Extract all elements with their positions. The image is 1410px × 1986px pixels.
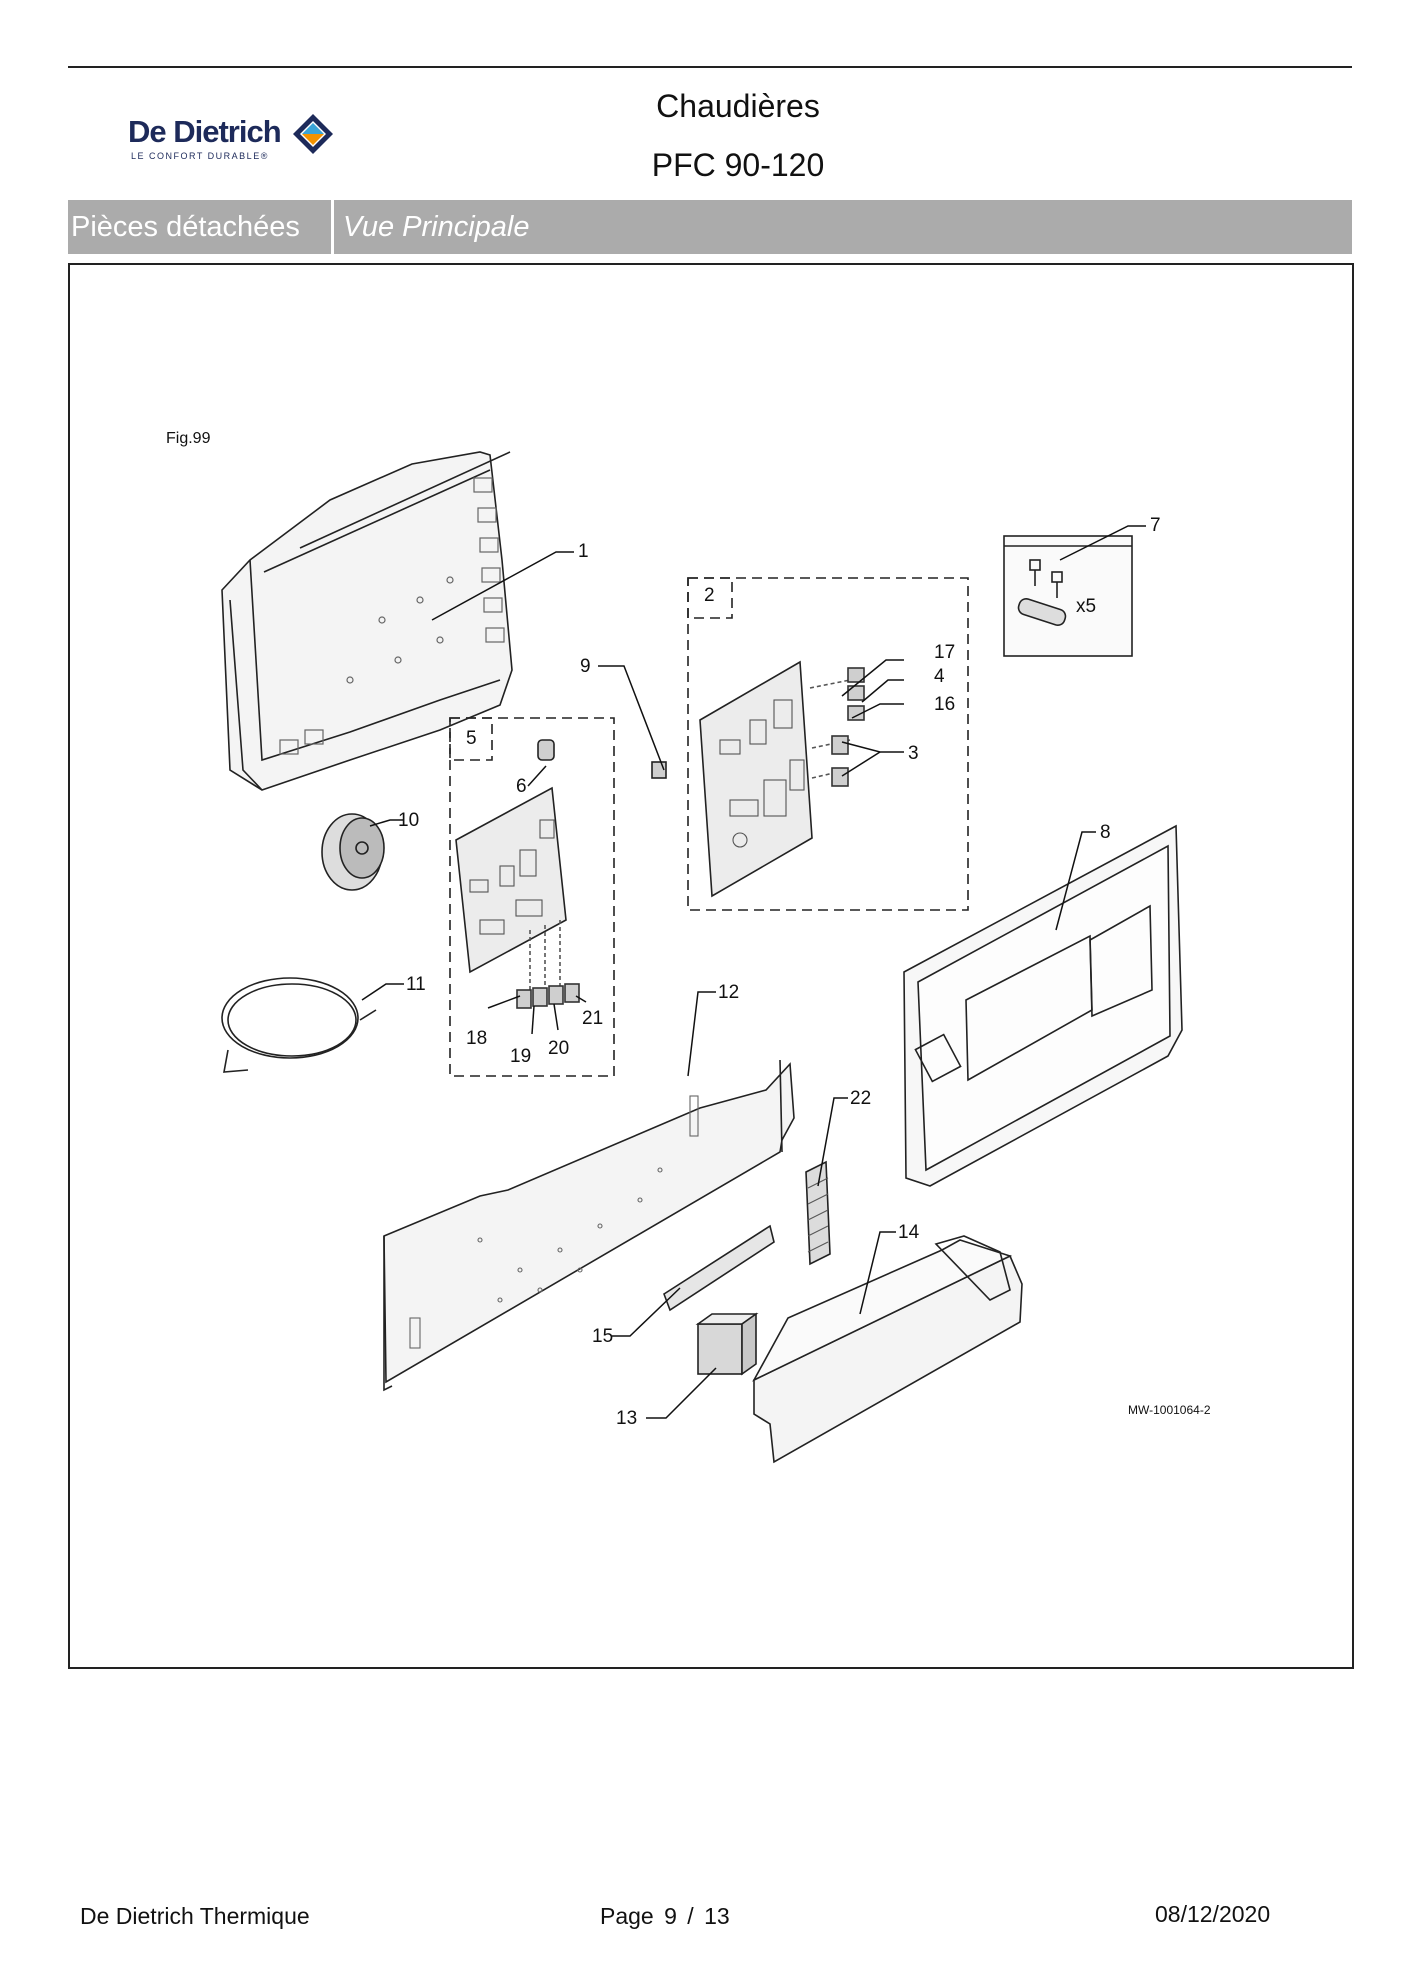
callout-20: 20 — [548, 1038, 569, 1059]
callout-1: 1 — [578, 541, 589, 562]
page-current: 9 — [664, 1903, 677, 1929]
callout-8: 8 — [1100, 822, 1111, 843]
callout-14: 14 — [898, 1222, 920, 1243]
callout-5: 5 — [466, 728, 477, 749]
document-model: PFC 90-120 — [651, 147, 825, 183]
group-2-box — [687, 577, 969, 911]
part-11-cable — [221, 977, 377, 1073]
callout-16: 16 — [934, 694, 955, 715]
part-22-terminal-block — [805, 1160, 831, 1266]
part-15-din-rail — [663, 1224, 775, 1312]
callout-labels: 1 2 3 4 5 6 7 8 9 10 11 12 13 14 15 16 1… — [398, 515, 1161, 1429]
callout-15: 15 — [592, 1326, 613, 1347]
footer-company: De Dietrich Thermique — [80, 1903, 310, 1929]
section-tab-parts: Pièces détachées — [68, 200, 334, 254]
callout-10: 10 — [398, 810, 419, 831]
figure-frame — [68, 263, 1354, 1669]
footer-page-indicator: Page 9 / 13 — [600, 1903, 730, 1930]
callout-18: 18 — [466, 1028, 487, 1049]
part-8-front-panel — [903, 824, 1183, 1187]
part-1-control-box — [221, 451, 513, 791]
callout-17: 17 — [934, 642, 955, 663]
group-5-box — [449, 717, 615, 1077]
part-13-transformer — [695, 1312, 759, 1376]
logo-wordmark: De Dietrich — [128, 114, 282, 149]
page-total: 13 — [704, 1903, 730, 1929]
callout-19: 19 — [510, 1046, 531, 1067]
logo-tagline: LE CONFORT DURABLE® — [131, 151, 269, 161]
document-title: Chaudières — [656, 88, 820, 124]
callout-13: 13 — [616, 1408, 637, 1429]
footer-date: 08/12/2020 — [1155, 1901, 1271, 1927]
part-7-screw-kit — [1003, 535, 1133, 657]
callout-21: 21 — [582, 1008, 603, 1029]
section-tab-view: Vue Principale — [343, 211, 530, 243]
callout-9: 9 — [580, 656, 591, 677]
part-5-pcb — [455, 739, 580, 1009]
header-top-rule — [68, 66, 1352, 68]
callout-12: 12 — [718, 982, 739, 1003]
part-2-pcb — [699, 660, 865, 898]
callout-4: 4 — [934, 666, 945, 687]
quantity-label: x5 — [1076, 596, 1096, 617]
section-bar: Pièces détachées Vue Principale — [68, 200, 1352, 254]
callout-3: 3 — [908, 743, 919, 764]
callout-22: 22 — [850, 1088, 871, 1109]
callout-7: 7 — [1150, 515, 1161, 536]
page-label: Page — [600, 1903, 654, 1929]
callout-6: 6 — [516, 776, 527, 797]
part-12-mounting-plate — [383, 1059, 795, 1392]
part-10-pressure-switch — [321, 813, 385, 891]
callout-2: 2 — [704, 585, 715, 606]
figure-label: Fig.99 — [166, 430, 211, 447]
leader-lines — [361, 525, 1146, 1419]
part-14-cover — [752, 1235, 1023, 1464]
figure-reference-code: MW-1001064-2 — [1128, 1403, 1211, 1417]
brand-logo: De Dietrich LE CONFORT DURABLE® — [128, 108, 368, 168]
callout-11: 11 — [406, 974, 426, 995]
page-separator: / — [687, 1903, 694, 1929]
diamond-logo-icon — [293, 114, 333, 154]
